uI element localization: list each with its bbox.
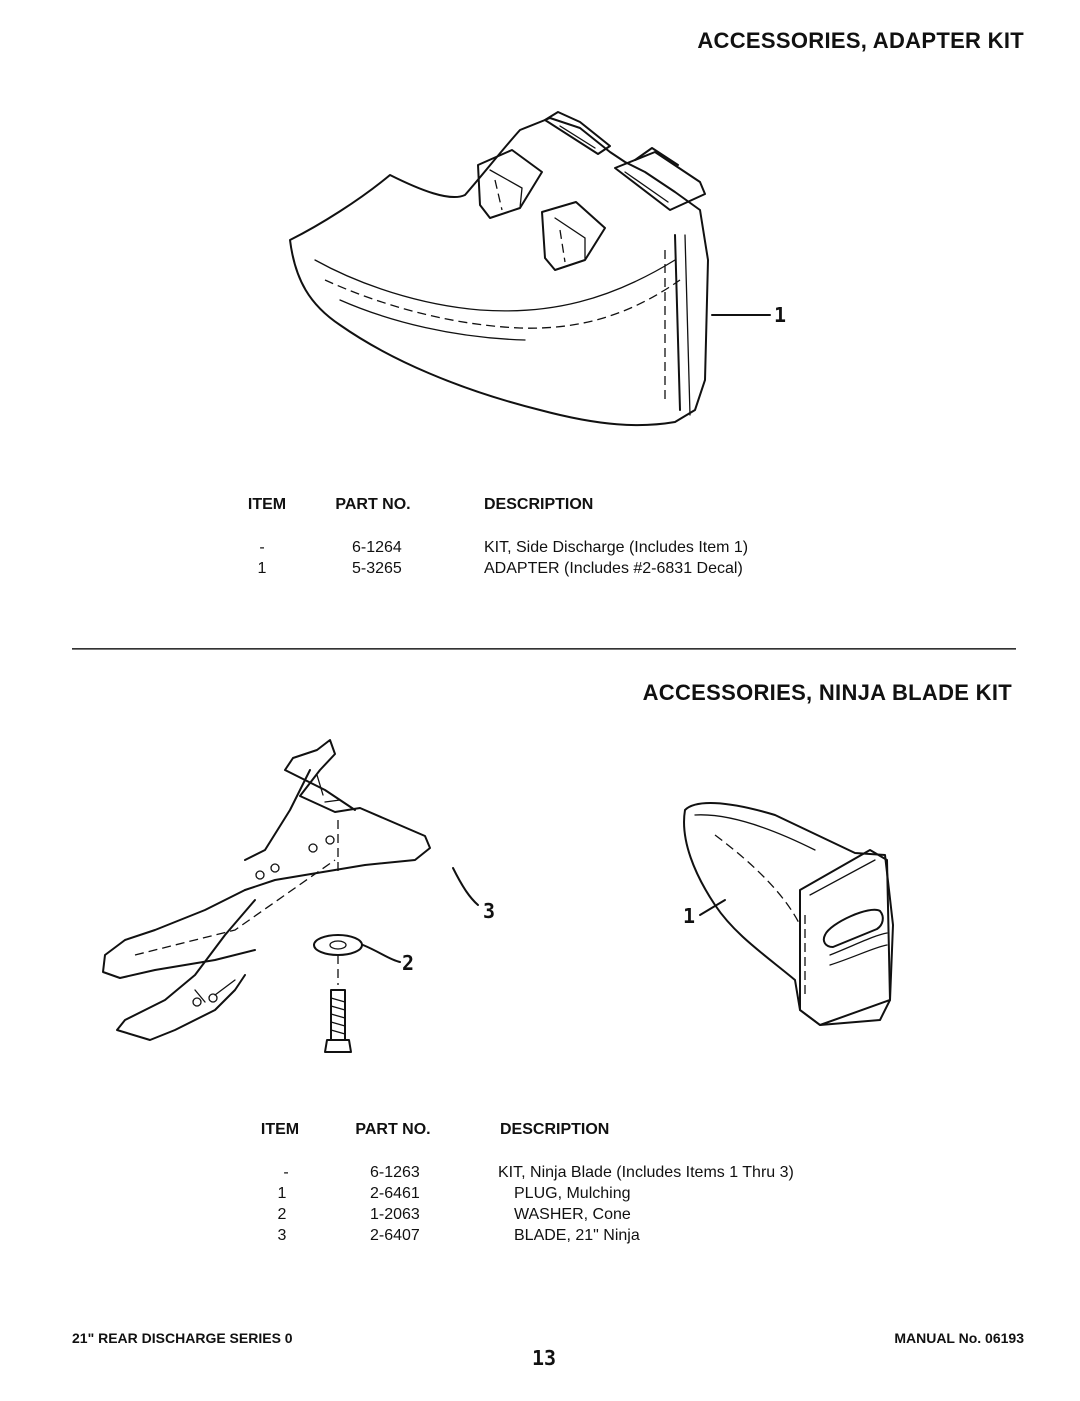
- table2-cell-part: 1-2063: [370, 1206, 420, 1223]
- table1-header-part-no: PART NO.: [335, 496, 411, 513]
- table2-cell-desc: BLADE, 21" Ninja: [514, 1227, 640, 1244]
- ninja-blade-illustration: 2 3: [102, 739, 495, 1053]
- section-divider: [72, 648, 1016, 650]
- table1-cell-part: 6-1264: [352, 539, 402, 556]
- callout-2-washer: 2: [402, 951, 414, 975]
- table1-header-description: DESCRIPTION: [484, 496, 594, 513]
- table2-cell-desc: WASHER, Cone: [514, 1206, 631, 1223]
- table2-header-description: DESCRIPTION: [500, 1121, 610, 1138]
- table2-cell-item: -: [283, 1164, 289, 1181]
- table2-cell-desc: KIT, Ninja Blade (Includes Items 1 Thru …: [498, 1164, 794, 1181]
- table1-header-item: ITEM: [247, 496, 287, 513]
- footer-manual-number: MANUAL No. 06193: [894, 1330, 1024, 1346]
- section-title-ninja-blade-kit: ACCESSORIES, NINJA BLADE KIT: [642, 680, 1012, 705]
- table2-cell-part: 2-6407: [370, 1227, 420, 1244]
- callout-3-blade: 3: [483, 899, 495, 923]
- table2-cell-part: 2-6461: [370, 1185, 420, 1202]
- table2-cell-item: 2: [277, 1206, 287, 1223]
- table2-cell-item: 1: [277, 1185, 287, 1202]
- table1-cell-part: 5-3265: [352, 560, 402, 577]
- table2-header-item: ITEM: [260, 1121, 300, 1138]
- page-number: 13: [532, 1346, 557, 1370]
- callout-1-adapter: 1: [774, 303, 786, 327]
- side-discharge-adapter-illustration: 1: [289, 111, 786, 427]
- table2-header-part-no: PART NO.: [355, 1121, 431, 1138]
- table2-cell-item: 3: [277, 1227, 287, 1244]
- mulching-plug-illustration: 1: [683, 802, 894, 1026]
- table1-cell-item: 1: [257, 560, 267, 577]
- table1-cell-desc: ADAPTER (Includes #2-6831 Decal): [484, 560, 743, 577]
- table2-cell-part: 6-1263: [370, 1164, 420, 1181]
- callout-1-plug: 1: [683, 904, 695, 928]
- footer-series: 21" REAR DISCHARGE SERIES 0: [72, 1330, 293, 1346]
- table1-cell-item: -: [259, 539, 265, 556]
- section-title-adapter-kit: ACCESSORIES, ADAPTER KIT: [697, 28, 1024, 53]
- table2-cell-desc: PLUG, Mulching: [514, 1185, 631, 1202]
- table1-cell-desc: KIT, Side Discharge (Includes Item 1): [484, 539, 749, 556]
